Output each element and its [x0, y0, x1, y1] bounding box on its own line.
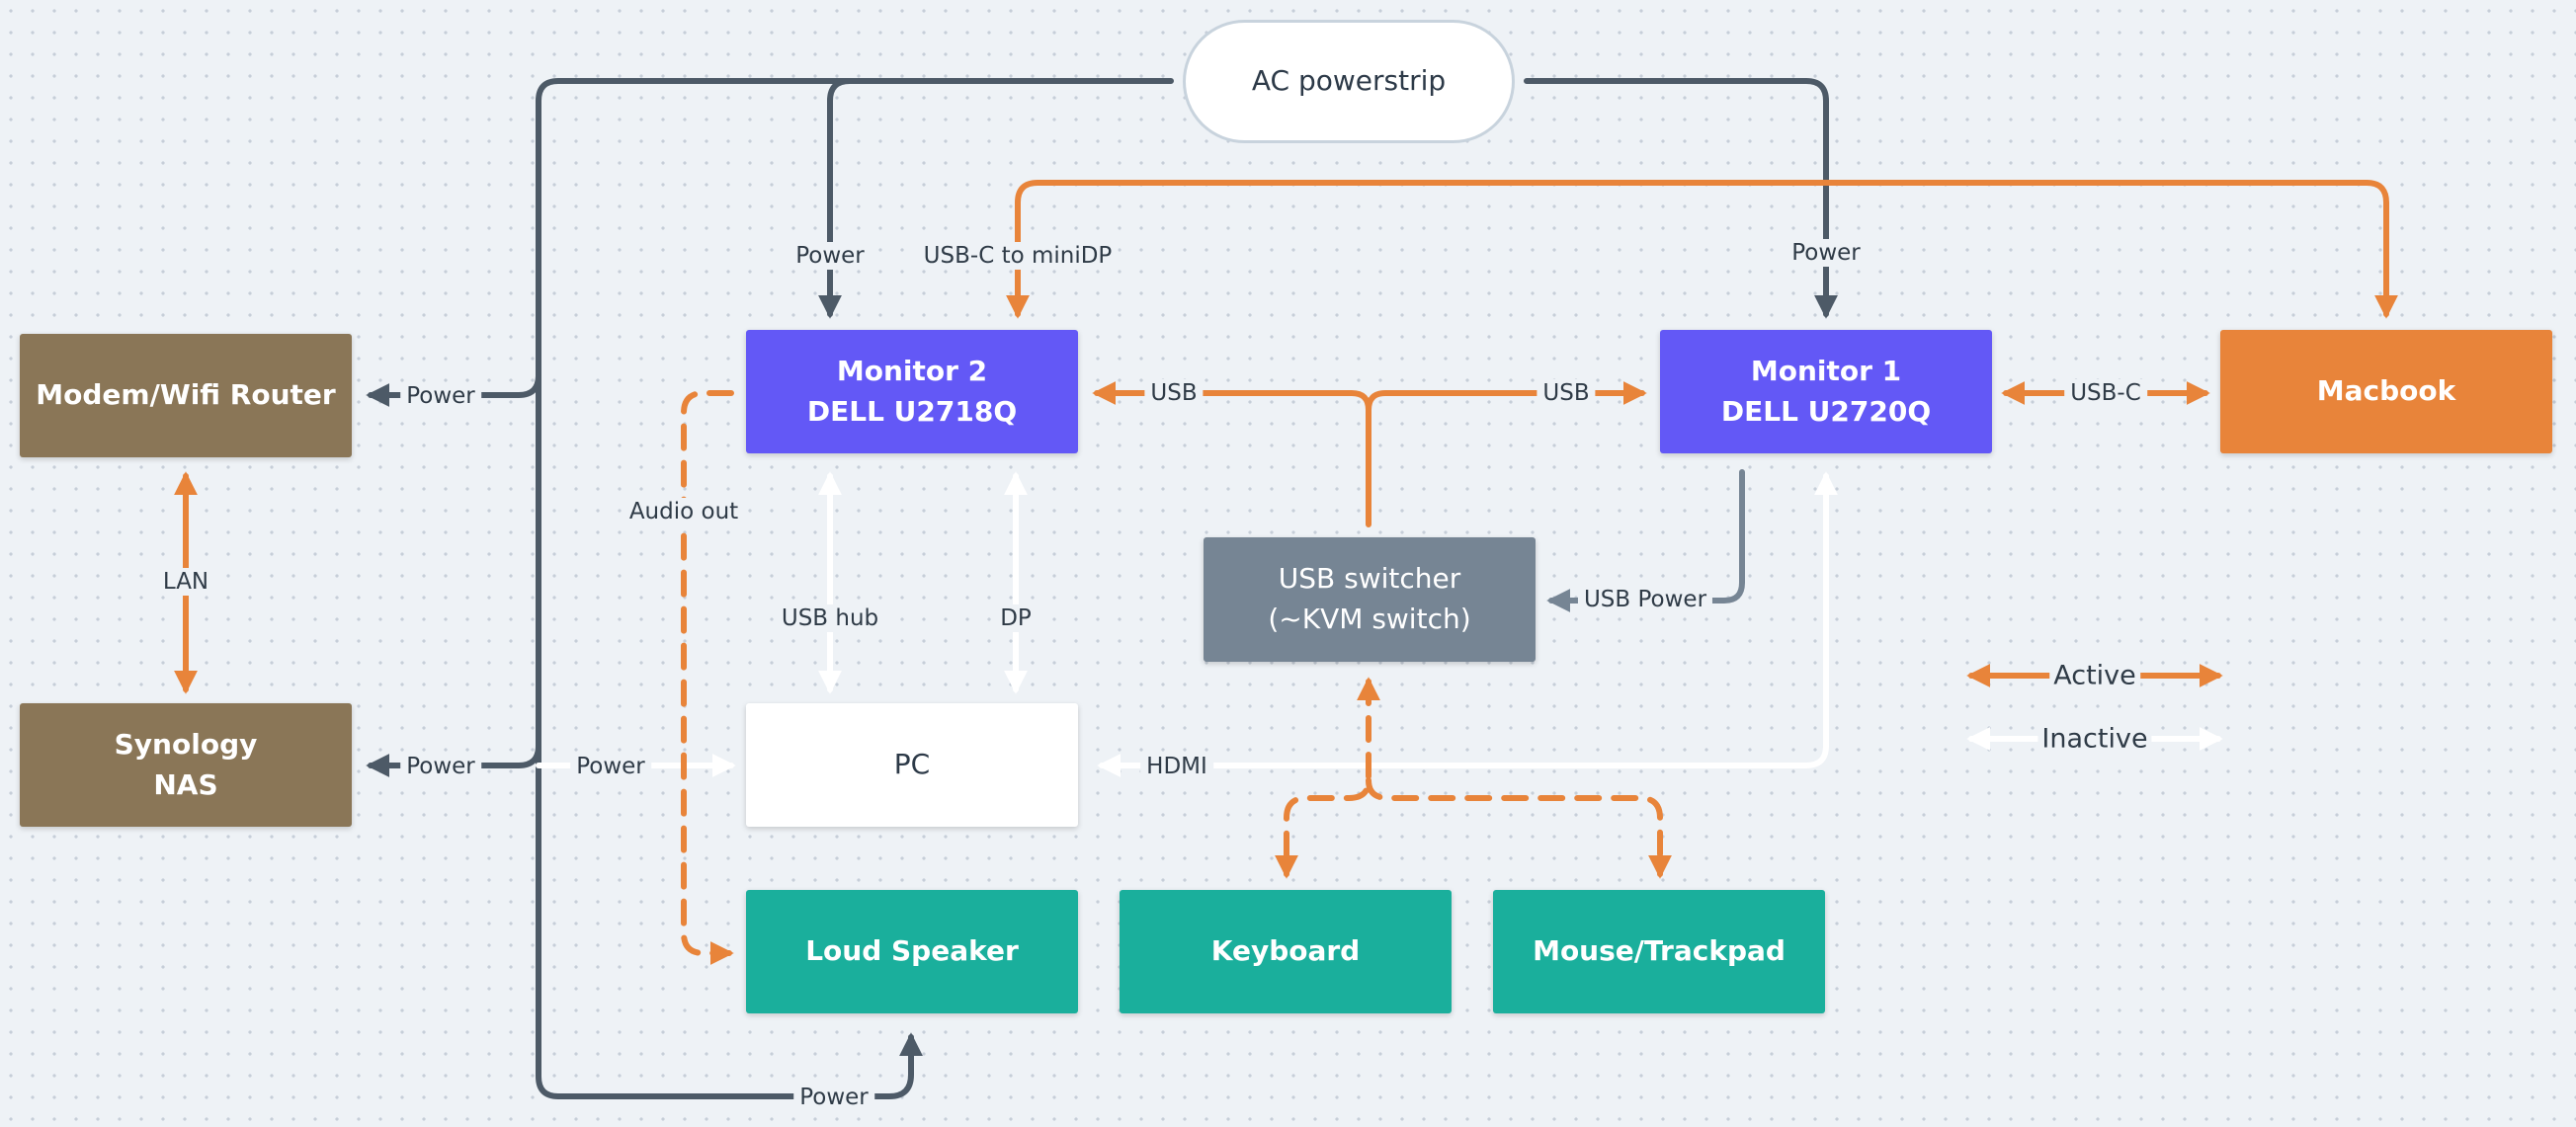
usbc-minidp-label: USB-C to miniDP — [917, 242, 1119, 270]
synology-nas[interactable]: Synology NAS — [20, 703, 352, 827]
loud-speaker[interactable]: Loud Speaker — [746, 890, 1078, 1013]
keyboard[interactable]: Keyboard — [1120, 890, 1452, 1013]
power-monitor1-label: Power — [1786, 239, 1867, 267]
audio-out-label: Audio out — [623, 498, 745, 525]
mouse-link-line — [1366, 777, 1672, 879]
pc[interactable]: PC — [746, 703, 1078, 827]
mouse-trackpad[interactable]: Mouse/Trackpad — [1493, 890, 1825, 1013]
usbc-minidp-line — [1006, 180, 2398, 319]
power-monitor1-line — [1524, 78, 1838, 319]
keyboard-link-line — [1275, 677, 1380, 879]
power-router-label: Power — [400, 382, 481, 410]
hdmi-line — [1097, 471, 1838, 777]
macbook[interactable]: Macbook — [2220, 330, 2552, 453]
power-nas-label: Power — [400, 753, 481, 780]
modem-wifi-router[interactable]: Modem/Wifi Router — [20, 334, 352, 457]
power-monitor2-label: Power — [789, 242, 871, 270]
hdmi-label: HDMI — [1140, 753, 1213, 780]
monitor-2[interactable]: Monitor 2 DELL U2718Q — [746, 330, 1078, 453]
usb-power-line — [1546, 469, 1745, 612]
usb-right-label: USB — [1537, 379, 1596, 407]
power-bus-line — [536, 78, 1174, 1099]
ac-powerstrip[interactable]: AC powerstrip — [1183, 20, 1515, 143]
power-speaker-label: Power — [793, 1084, 874, 1111]
audio-out-line — [681, 390, 734, 965]
legend-inactive-label: Inactive — [2037, 723, 2152, 755]
usb-switcher[interactable]: USB switcher (~KVM switch) — [1204, 537, 1536, 662]
power-nas-line — [366, 743, 541, 777]
usb-hub-label: USB hub — [775, 604, 885, 632]
usbc-label: USB-C — [2064, 379, 2147, 407]
usb-right-line — [1366, 381, 1647, 413]
usb-left-label: USB — [1144, 379, 1204, 407]
usb-power-label: USB Power — [1577, 586, 1713, 613]
lan-label: LAN — [156, 568, 215, 596]
power-pc-label: Power — [570, 753, 651, 780]
power-monitor2-line — [818, 78, 853, 319]
usb-left-line — [1092, 381, 1371, 527]
dp-label: DP — [994, 604, 1038, 632]
legend-active-label: Active — [2049, 660, 2140, 691]
monitor-1[interactable]: Monitor 1 DELL U2720Q — [1660, 330, 1992, 453]
power-router-line — [366, 372, 541, 407]
